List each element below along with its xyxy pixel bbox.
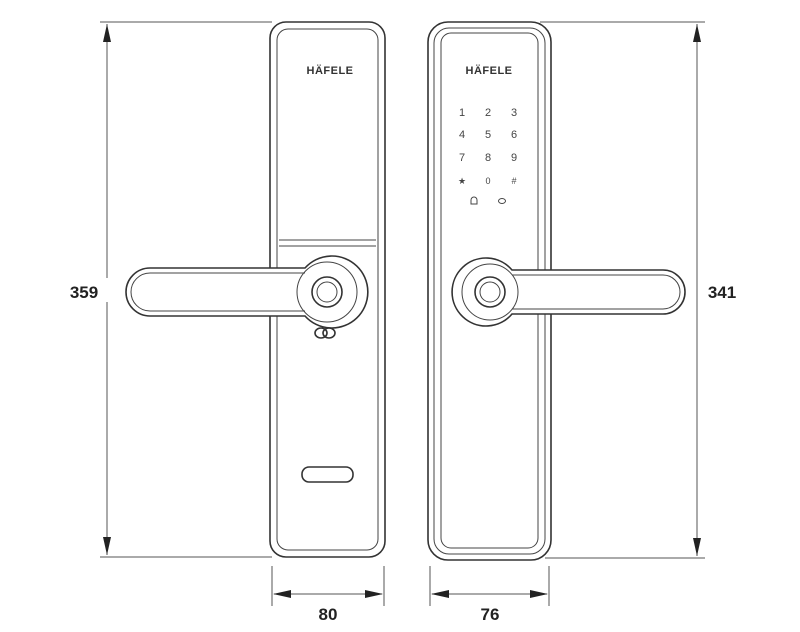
key-7[interactable]: 7 [459, 152, 465, 164]
key-cylinder-icon [314, 327, 336, 339]
brand-logo-left: HÄFELE [307, 64, 354, 77]
key-1[interactable]: 1 [459, 107, 465, 119]
right-height-label: 341 [708, 283, 736, 302]
left-height-dimension: 359 [70, 21, 272, 558]
key-3[interactable]: 3 [511, 107, 517, 119]
right-width-label: 76 [481, 605, 500, 624]
left-width-label: 80 [319, 605, 338, 624]
left-height-label: 359 [70, 283, 98, 302]
fingerprint-sensor-right [474, 276, 506, 308]
key-hash[interactable]: # [511, 176, 516, 186]
key-6[interactable]: 6 [511, 129, 517, 141]
key-2[interactable]: 2 [485, 107, 491, 119]
key-4[interactable]: 4 [459, 129, 465, 141]
right-handle [451, 257, 686, 327]
bell-icon[interactable] [470, 196, 478, 205]
left-width-dimension: 80 [271, 566, 385, 624]
brand-logo-right: HÄFELE [466, 64, 513, 77]
fingerprint-sensor-left [311, 276, 343, 308]
key-0[interactable]: 0 [485, 176, 490, 186]
key-9[interactable]: 9 [511, 152, 517, 164]
key-slot [301, 466, 354, 483]
key-5[interactable]: 5 [485, 129, 491, 141]
back-icon[interactable] [498, 198, 506, 204]
keypad: 1 2 3 4 5 6 7 8 9 ★ 0 # [458, 107, 517, 205]
key-8[interactable]: 8 [485, 152, 491, 164]
right-width-dimension: 76 [429, 566, 550, 624]
key-star[interactable]: ★ [458, 176, 466, 186]
left-handle [125, 255, 369, 329]
right-height-dimension: 341 [540, 21, 740, 559]
